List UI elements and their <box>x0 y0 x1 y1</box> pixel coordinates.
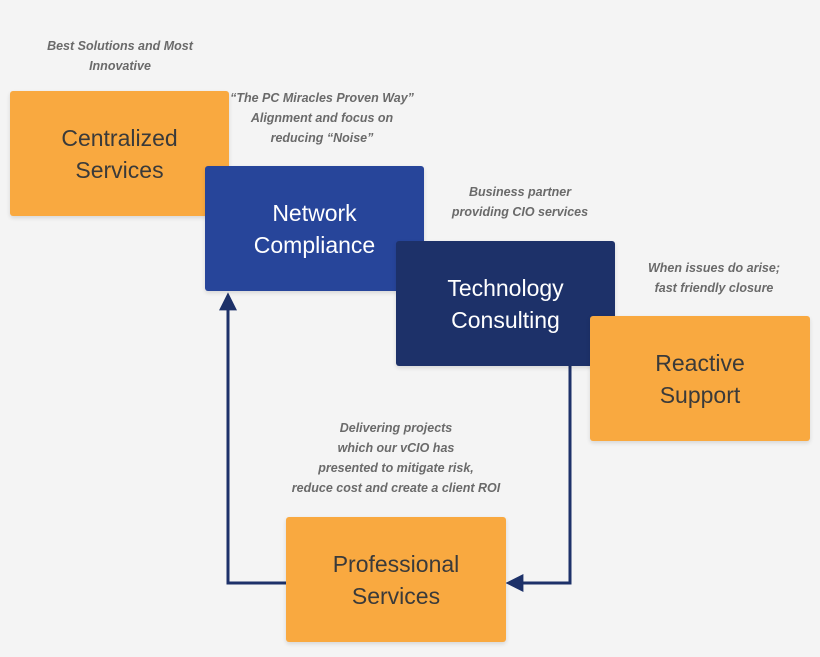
note-technology: Business partner providing CIO services <box>451 185 589 219</box>
box-professional-services: Professional Services <box>286 517 506 642</box>
arrow-technology-to-professional <box>505 366 572 592</box>
note-reactive: When issues do arise; fast friendly clos… <box>648 261 780 295</box>
note-centralized: Best Solutions and Most Innovative <box>47 39 193 73</box>
arrow-professional-to-network <box>219 292 286 585</box>
box-reactive-support: Reactive Support <box>590 316 810 441</box>
note-network: “The PC Miracles Proven Way” Alignment a… <box>230 91 414 145</box>
note-professional: Delivering projects which our vCIO has p… <box>291 421 501 495</box>
box-network-compliance: Network Compliance <box>205 166 424 291</box>
box-technology-consulting: Technology Consulting <box>396 241 615 366</box>
box-centralized-services: Centralized Services <box>10 91 229 216</box>
